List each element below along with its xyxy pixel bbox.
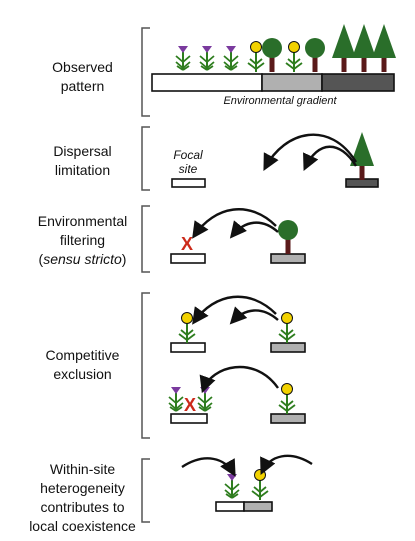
- label-filtering-line1: Environmental: [37, 213, 128, 229]
- paren-open: (: [38, 251, 44, 267]
- label-heterogeneity: Within-site heterogeneity contributes to…: [15, 460, 150, 536]
- bracket-heterogeneity: [141, 458, 150, 523]
- sunflower-icon: [247, 40, 265, 73]
- focal-site-label: Focal site: [168, 148, 208, 176]
- dispersal-arrow-icon: [192, 208, 277, 239]
- round-tree-icon: [262, 38, 282, 72]
- round-tree-icon: [278, 220, 298, 254]
- label-competitive-line2: exclusion: [53, 366, 112, 382]
- conifer-icon: [332, 24, 356, 72]
- label-heterogeneity-line4: local coexistence: [29, 518, 136, 534]
- label-heterogeneity-line1: Within-site: [49, 461, 116, 477]
- gradient-segment-mid: [261, 73, 323, 92]
- dispersal-arrow-icon: [263, 133, 358, 171]
- label-dispersal-line1: Dispersal: [53, 143, 112, 159]
- sunflower-icon: [278, 382, 296, 415]
- bracket-dispersal: [141, 126, 150, 191]
- round-tree-icon: [305, 38, 325, 72]
- label-dispersal-line2: limitation: [54, 162, 111, 178]
- sensu-stricto: sensu stricto: [43, 251, 122, 267]
- exclusion-x-icon: X: [181, 234, 193, 254]
- bracket-competitive: [141, 292, 150, 439]
- herb-icon: [224, 473, 240, 499]
- paren-close: ): [121, 251, 127, 267]
- focal-site-white-half: [215, 501, 245, 512]
- label-heterogeneity-line2: heterogeneity: [40, 480, 125, 496]
- focal-site-grey-half: [243, 501, 273, 512]
- source-site-box: [270, 253, 306, 264]
- exclusion-x-icon: X: [184, 395, 196, 415]
- dispersal-arrow-icon: [229, 306, 279, 325]
- focal-site-box: [170, 342, 206, 353]
- herb-icon: [199, 45, 215, 71]
- conifer-icon: [372, 24, 396, 72]
- focal-site-box: [170, 413, 208, 424]
- dispersal-arrow-icon: [260, 454, 313, 476]
- conifer-icon: [350, 132, 374, 180]
- dispersal-arrow-icon: [199, 365, 279, 394]
- source-site-box: [345, 178, 379, 188]
- herb-icon: [168, 386, 184, 412]
- gradient-label: Environmental gradient: [223, 95, 337, 107]
- focal-site-box: [170, 253, 206, 264]
- source-site-box: [270, 342, 306, 353]
- source-site-box: [270, 413, 306, 424]
- dispersal-arrow-icon: [229, 220, 279, 239]
- sunflower-icon: [278, 311, 296, 344]
- label-observed-line2: pattern: [60, 78, 105, 94]
- label-filtering-line2: filtering: [59, 232, 106, 248]
- label-dispersal: Dispersal limitation: [15, 142, 150, 180]
- sunflower-icon: [285, 40, 303, 73]
- label-filtering: Environmental filtering (sensu stricto): [15, 212, 150, 269]
- dispersal-arrow-icon: [303, 145, 358, 172]
- conifer-icon: [352, 24, 376, 72]
- focal-site-box: [171, 178, 206, 188]
- focal-line-1: Focal: [173, 148, 203, 162]
- gradient-segment-light: [151, 73, 263, 92]
- dispersal-arrow-icon: [192, 295, 277, 325]
- bracket-observed: [141, 27, 150, 117]
- label-filtering-line3: (sensu stricto): [15, 250, 150, 269]
- sunflower-icon: [251, 468, 269, 501]
- label-competitive-line1: Competitive: [45, 347, 120, 363]
- herb-icon: [175, 45, 191, 71]
- label-observed-line1: Observed: [52, 59, 113, 75]
- label-observed: Observed pattern: [15, 58, 150, 96]
- sunflower-icon: [178, 311, 196, 344]
- bracket-filtering: [141, 205, 150, 273]
- label-competitive: Competitive exclusion: [15, 346, 150, 384]
- label-heterogeneity-line3: contributes to: [40, 499, 125, 515]
- herb-icon: [223, 45, 239, 71]
- focal-line-2: site: [178, 162, 198, 176]
- gradient-segment-dark: [321, 73, 395, 92]
- dispersal-arrow-icon: [181, 457, 236, 477]
- herb-icon: [197, 386, 213, 412]
